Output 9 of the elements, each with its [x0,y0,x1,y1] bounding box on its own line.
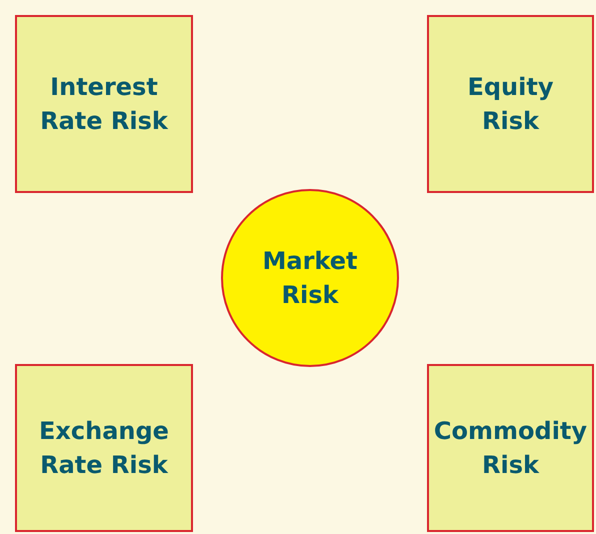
node-label: Commodity Risk [432,416,588,481]
risk-box [15,15,193,193]
risk-box [427,364,594,532]
risk-box [427,15,594,193]
node-label: Exchange Rate Risk [38,416,170,481]
node-label: Market Risk [262,246,358,311]
node-label: Equity Risk [466,72,554,137]
node-label: Interest Rate Risk [39,72,170,137]
risk-box [15,364,193,532]
